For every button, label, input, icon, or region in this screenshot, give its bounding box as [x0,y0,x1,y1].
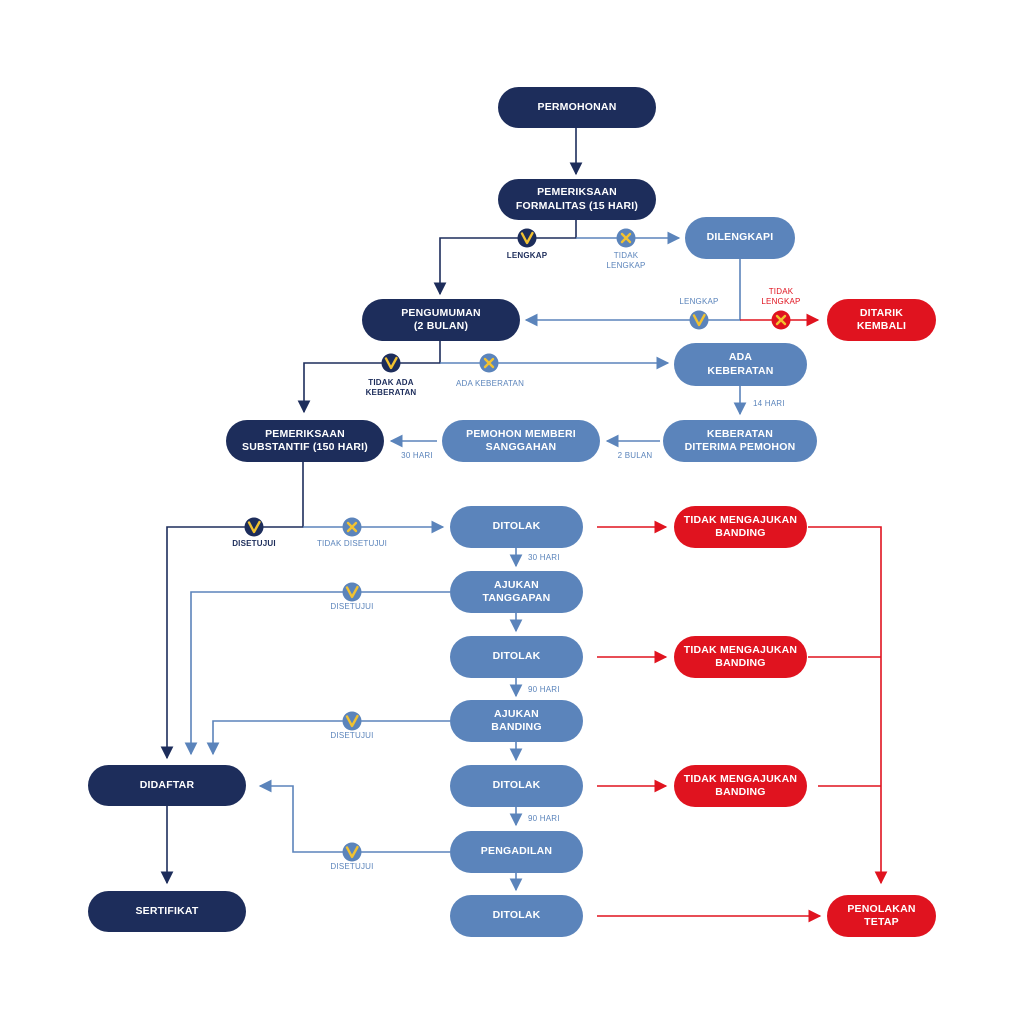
check-icon [342,582,362,602]
label-disetujui: DISETUJUI [330,731,374,740]
label-lengkap: LENGKAP [679,297,719,306]
cross-icon [479,353,499,373]
connector-banding-didaftar [206,720,450,756]
label-disetujui: DISETUJUI [330,602,374,611]
check-icon [342,711,362,731]
connector-tidak-banding1-penolakan [808,526,888,885]
label-2-bulan: 2 BULAN [617,451,653,460]
node-ajukan-banding: AJUKAN BANDING [450,700,583,742]
node-tidak-mengajukan-banding-3: TIDAK MENGAJUKAN BANDING [674,765,807,807]
label-14-hari: 14 HARI [753,399,785,408]
node-penolakan-tetap: PENOLAKAN TETAP [827,895,936,937]
node-pengadilan: PENGADILAN [450,831,583,873]
node-ditarik-kembali: DITARIK KEMBALI [827,299,936,341]
node-sertifikat: SERTIFIKAT [88,891,246,932]
connector-tanggapan-didaftar [184,591,450,756]
check-icon [381,353,401,373]
check-icon [244,517,264,537]
check-icon [517,228,537,248]
label-disetujui: DISETUJUI [330,862,374,871]
label-lengkap: LENGKAP [506,251,548,260]
node-pengumuman: PENGUMUMAN (2 BULAN) [362,299,520,341]
node-ditolak-2: DITOLAK [450,636,583,678]
node-tidak-mengajukan-banding-2: TIDAK MENGAJUKAN BANDING [674,636,807,678]
node-ditolak-1: DITOLAK [450,506,583,548]
node-keberatan-diterima-pemohon: KEBERATAN DITERIMA PEMOHON [663,420,817,462]
label-disetujui: DISETUJUI [232,539,276,548]
node-pemeriksaan-formalitas: PEMERIKSAAN FORMALITAS (15 HARI) [498,179,656,220]
label-tidak-ada-keberatan: TIDAK ADA KEBERATAN [365,378,417,397]
connector-formalitas-pengumuman [433,220,577,296]
node-dilengkapi: DILENGKAPI [685,217,795,259]
label-30-hari: 30 HARI [401,451,433,460]
node-pemohon-memberi-sanggahan: PEMOHON MEMBERI SANGGAHAN [442,420,600,462]
node-ada-keberatan: ADA KEBERATAN [674,343,807,386]
connector-substantif-didaftar [160,462,304,760]
label-30-hari: 30 HARI [528,553,560,562]
node-permohonan: PERMOHONAN [498,87,656,128]
label-tidak-lengkap: TIDAK LENGKAP [606,251,646,270]
label-tidak-disetujui: TIDAK DISETUJUI [316,539,388,548]
cross-icon [342,517,362,537]
node-pemeriksaan-substantif: PEMERIKSAAN SUBSTANTIF (150 HARI) [226,420,384,462]
check-icon [689,310,709,330]
node-ditolak-4: DITOLAK [450,895,583,937]
label-90-hari: 90 HARI [528,685,560,694]
node-ditolak-3: DITOLAK [450,765,583,807]
connector-pengadilan-didaftar [258,779,450,853]
label-90-hari: 90 HARI [528,814,560,823]
label-ada-keberatan: ADA KEBERATAN [455,379,525,388]
node-didaftar: DIDAFTAR [88,765,246,806]
cross-icon [771,310,791,330]
connector-pengumuman-substantif [297,341,441,414]
label-tidak-lengkap: TIDAK LENGKAP [761,287,801,306]
node-tidak-mengajukan-banding-1: TIDAK MENGAJUKAN BANDING [674,506,807,548]
node-ajukan-tanggapan: AJUKAN TANGGAPAN [450,571,583,613]
check-icon [342,842,362,862]
cross-icon [616,228,636,248]
